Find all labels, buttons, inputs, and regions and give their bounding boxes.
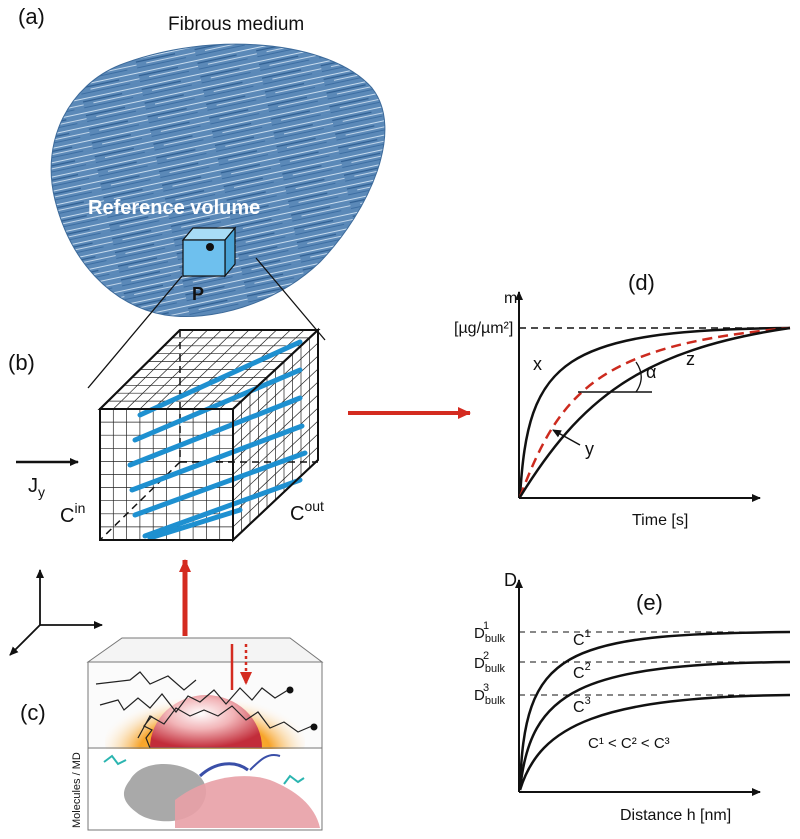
fibrous-medium-blob — [50, 43, 386, 318]
d-curve-x — [518, 326, 791, 498]
e-dbulk3-label: Dbulk3 — [474, 682, 506, 707]
fibrous-medium-title: Fibrous medium — [168, 14, 304, 35]
c-in-label: Cin — [60, 500, 85, 527]
e-dbulk1-label: Dbulk1 — [474, 620, 506, 645]
coordinate-axes — [9, 569, 103, 656]
d-curve-y-label: y — [585, 439, 594, 459]
point-p-label: P — [192, 284, 204, 304]
e-inequality: C¹ < C² < C³ — [588, 735, 670, 752]
d-y-pointer — [552, 429, 581, 446]
e-dbulk2-label: Dbulk2 — [474, 650, 506, 675]
panel-a-tag: (a) — [18, 4, 45, 29]
e-c2-label: C2 — [573, 661, 591, 682]
connector-right — [255, 257, 326, 341]
d-ylabel-unit: [µg/µm²] — [454, 320, 513, 337]
d-angle-arc — [635, 361, 642, 393]
fiber-strand — [132, 367, 303, 443]
fiber-strand — [147, 507, 243, 541]
grid-cube — [97, 327, 321, 543]
d-curve-z — [518, 326, 791, 498]
d-curve-x-label: x — [533, 354, 542, 374]
fiber-strand — [127, 395, 303, 468]
e-xlabel: Distance h [nm] — [620, 807, 731, 824]
fiber-strand — [129, 423, 305, 493]
e-curve-c3 — [518, 693, 791, 791]
reference-volume-label: Reference volume — [88, 197, 260, 219]
panel-c-tag: (c) — [20, 700, 46, 725]
reference-volume-cube — [181, 226, 237, 278]
d-xlabel: Time [s] — [632, 512, 688, 529]
molecular-dynamics-box — [86, 637, 324, 831]
fiber-strand — [142, 477, 303, 539]
d-axes — [515, 291, 761, 502]
d-curve-z-label: z — [686, 349, 695, 369]
e-axes — [515, 579, 761, 796]
fiber-strand — [132, 450, 308, 518]
fiber-strand — [137, 339, 303, 418]
flux-label: Jy — [28, 475, 45, 500]
e-c1-label: C1 — [573, 628, 591, 649]
e-ylabel: D — [504, 570, 517, 590]
panel-e-tag: (e) — [636, 590, 663, 615]
d-ylabel-m: m — [504, 290, 517, 307]
e-curve-c2 — [518, 660, 791, 791]
e-curve-c1 — [518, 630, 791, 791]
connector-left — [87, 275, 183, 389]
molecules-md-label: Molecules / MD — [71, 752, 83, 828]
e-c3-label: C3 — [573, 695, 591, 716]
d-curve-dashed — [518, 326, 791, 498]
c-out-label: Cout — [290, 498, 324, 525]
d-alpha-label: α — [646, 362, 656, 382]
panel-d-tag: (d) — [628, 270, 655, 295]
panel-b-tag: (b) — [8, 350, 35, 375]
